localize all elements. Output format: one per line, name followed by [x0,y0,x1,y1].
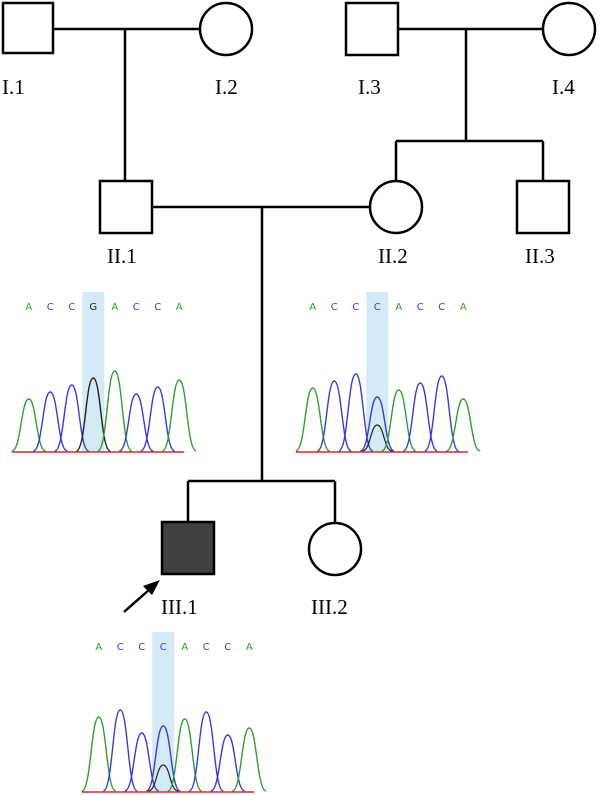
label-I2: I.2 [215,75,238,99]
trace-peak [424,375,460,452]
trace-peak-secondary [148,764,179,792]
label-III2: III.2 [311,595,348,619]
base-call-label: A [395,302,402,313]
base-call-label: A [95,642,102,653]
trace-peak [188,711,224,792]
individual-I4-female [541,1,597,57]
base-call-label: G [89,302,97,313]
individual-I1-male [1,1,55,55]
variant-highlight [82,292,105,451]
individual-III2-female [307,521,363,577]
trace-peak [102,709,138,792]
individual-II3-male [515,179,571,235]
base-call-label: A [309,302,316,313]
base-call-label: C [117,642,124,653]
individual-I3-male [344,1,400,57]
base-call-label: A [25,302,32,313]
trace-peak [402,382,438,452]
base-call-label: C [68,302,75,313]
label-I4: I.4 [552,75,575,99]
base-call-label: C [224,642,231,653]
label-II2: II.2 [378,244,408,268]
base-call-label: C [374,302,381,313]
base-call-label: C [154,302,161,313]
trace-peak [11,398,47,452]
base-call-label: C [138,642,145,653]
individual-II2-female [368,179,424,235]
individual-I2-female [198,1,254,57]
base-call-label: C [352,302,359,313]
trace-peak [316,380,352,452]
individual-II1-male [98,179,154,235]
variant-highlight [152,632,175,791]
base-call-label: A [246,642,253,653]
pedigree-lines [53,27,545,523]
base-call-label: C [438,302,445,313]
base-call-label: C [203,642,210,653]
trace-peak [140,386,176,452]
trace-peak [97,370,133,452]
label-II3: II.3 [525,244,555,268]
trace-peak [231,727,267,792]
base-call-label: C [47,302,54,313]
trace-peak [295,387,331,452]
base-call-label: A [460,302,467,313]
trace-peak [81,716,117,792]
trace-peak [161,379,197,452]
trace-peak [32,391,68,452]
base-call-label: C [417,302,424,313]
base-call-label: A [181,642,188,653]
base-call-label: C [160,642,167,653]
base-call-label: C [133,302,140,313]
label-III1: III.1 [161,595,198,619]
base-call-label: A [111,302,118,313]
label-II1: II.1 [107,244,137,268]
individual-III1-affected-male [160,520,216,576]
base-call-label: C [331,302,338,313]
trace-peak [445,398,481,452]
trace-peak-secondary [362,424,393,452]
label-I3: I.3 [358,75,381,99]
trace-peak [338,373,374,452]
proband-arrow-icon [123,580,160,613]
label-I1: I.1 [2,75,25,99]
base-call-label: A [176,302,183,313]
